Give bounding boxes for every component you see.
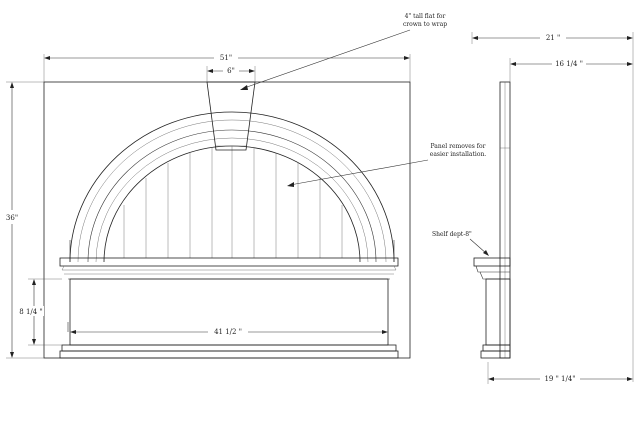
width-label: 51" [220,54,232,62]
width-dimension: 51" [43,52,411,82]
side-shelf [473,257,511,280]
arch-ring-4 [95,137,369,263]
keystone-note-line2: crown to wrap [403,21,447,28]
height-label: 36" [6,214,18,222]
height-dimension: 36" [4,81,44,359]
keystone [206,81,256,151]
panel-note: Panel removes for easier installation. [287,143,486,187]
panel-note-line1: Panel removes for [431,143,486,150]
base-height-label: 8 1/4 " [19,308,42,316]
bottom-depth-dimension: 19 " 1/4" [487,362,633,384]
keystone-width-dimension: 6" [206,66,256,82]
base-height-dimension: 8 1/4 " [18,278,62,346]
side-elevation: 21 " 16 1/4 " Shelf dept-8" 19 " [432,32,634,384]
keystone-width-label: 6" [227,67,235,75]
arch-outer-ring [69,111,395,263]
depth-label: 21 " [546,34,560,42]
panel-note-line2: easier installation. [430,151,487,158]
keystone-note: 4" tall flat for crown to wrap [240,13,447,90]
bottom-depth-label: 19 " 1/4" [544,375,575,383]
upper-depth-dimension: 16 1/4 " [509,44,634,82]
base-width-dimension: 41 1/2 " [70,326,388,336]
front-elevation: 51" 6" 36" [4,13,486,359]
upper-depth-label: 16 1/4 " [555,60,583,68]
arch-ring-3 [87,129,377,263]
depth-dimension: 21 " [471,32,634,44]
shelf-note: Shelf dept-8" [432,231,489,256]
backboard-outline [43,81,411,359]
side-base [485,278,511,346]
shelf-note-label: Shelf dept-8" [432,231,472,238]
base-width-label: 41 1/2 " [214,328,242,336]
beadboard-panel [123,146,343,258]
mantel-shelf [59,257,399,280]
keystone-note-line1: 4" tall flat for [405,13,446,20]
arch-ring-2 [77,119,387,263]
